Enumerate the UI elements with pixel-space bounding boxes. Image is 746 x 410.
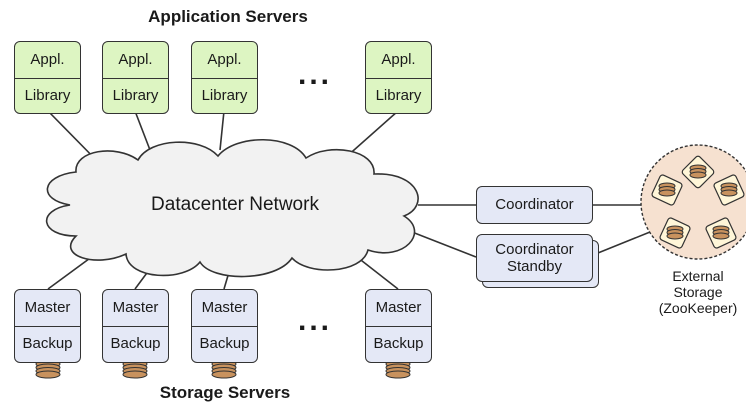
disk-stack-1 (35, 360, 61, 379)
zookeeper-node-4 (659, 217, 691, 249)
master-label: Master (103, 290, 168, 327)
zookeeper-node-3 (713, 174, 745, 206)
link-app-3 (219, 110, 225, 151)
disk-platter-3 (666, 232, 684, 240)
disk-platter-4 (122, 370, 148, 379)
datacenter-network-label: Datacenter Network (151, 194, 319, 215)
external-storage-label: External Storage (ZooKeeper) (650, 268, 746, 316)
link-standby (411, 231, 477, 258)
backup-label: Backup (199, 335, 250, 352)
app-servers-ellipsis: ... (298, 58, 333, 91)
external-storage-line2: Storage (673, 284, 723, 300)
library-label: Library (24, 87, 71, 104)
app-server-4: Appl. Library (365, 41, 432, 114)
storage-server-2: Master Backup (102, 289, 169, 363)
disk-platter-3 (689, 171, 707, 179)
app-label: Appl. (192, 42, 257, 79)
storage-server-1: Master Backup (14, 289, 81, 363)
external-storage-line1: External (672, 268, 724, 284)
disk-platter-4 (211, 370, 237, 379)
coordinator-standby-line2: Standby (506, 258, 563, 275)
app-label: Appl. (15, 42, 80, 79)
datacenter-network-cloud (45, 139, 419, 278)
storage-servers-ellipsis: ... (298, 304, 333, 337)
zookeeper-node-2 (651, 174, 683, 206)
backup-label: Backup (110, 335, 161, 352)
storage-servers-title: Storage Servers (159, 383, 291, 402)
library-label: Library (112, 87, 159, 104)
link-standby-zk (592, 231, 651, 256)
app-server-1: Appl. Library (14, 41, 81, 114)
external-storage-line3: (ZooKeeper) (658, 300, 738, 316)
disk-platter-4 (385, 370, 411, 379)
coordinator-label: Coordinator (495, 196, 574, 213)
backup-label: Backup (373, 335, 424, 352)
backup-label: Backup (22, 335, 73, 352)
storage-server-4: Master Backup (365, 289, 432, 363)
master-label: Master (15, 290, 80, 327)
coordinator-standby-box: Coordinator Standby (476, 234, 593, 282)
master-label: Master (192, 290, 257, 327)
coordinator-box: Coordinator (476, 186, 593, 224)
app-server-3: Appl. Library (191, 41, 258, 114)
master-label: Master (366, 290, 431, 327)
zookeeper-node-5 (705, 217, 737, 249)
disk-platter-3 (720, 189, 738, 197)
app-server-2: Appl. Library (102, 41, 169, 114)
link-app-2 (134, 110, 151, 151)
app-label: Appl. (366, 42, 431, 79)
library-label: Library (201, 87, 248, 104)
disk-platter-3 (658, 189, 676, 197)
coordinator-standby-line1: Coordinator (495, 241, 574, 258)
zookeeper-node-1 (681, 155, 715, 189)
app-label: Appl. (103, 42, 168, 79)
disk-platter-4 (35, 370, 61, 379)
disk-stack-3 (211, 360, 237, 379)
library-label: Library (375, 87, 422, 104)
disk-stack-4 (385, 360, 411, 379)
link-app-4 (344, 110, 399, 159)
disk-platter-3 (712, 232, 730, 240)
application-servers-title: Application Servers (148, 7, 308, 26)
storage-server-3: Master Backup (191, 289, 258, 363)
disk-stack-2 (122, 360, 148, 379)
